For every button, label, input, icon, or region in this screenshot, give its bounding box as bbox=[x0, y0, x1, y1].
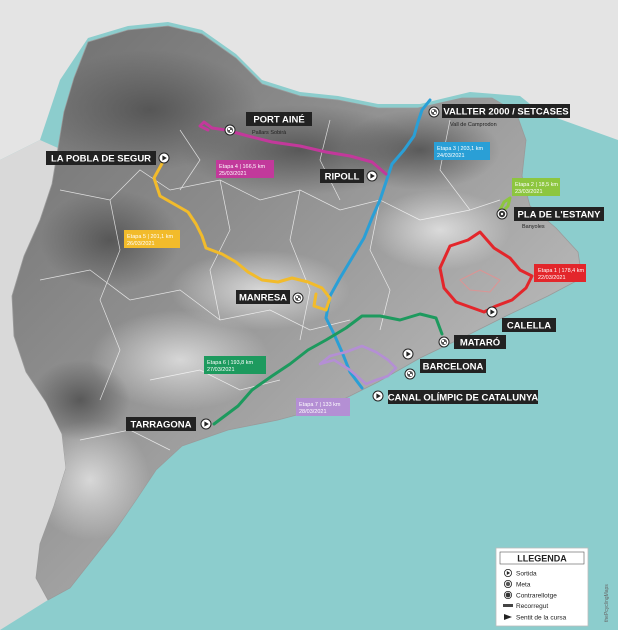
place-name: BARCELONA bbox=[423, 362, 484, 373]
label-vallter: VALLTER 2000 / SETCASES Vall de Camprodo… bbox=[442, 104, 570, 128]
svg-text:22/03/2021: 22/03/2021 bbox=[538, 275, 566, 281]
stage-7-route bbox=[318, 344, 398, 386]
route-line-icon bbox=[503, 604, 513, 607]
place-name: PORT AINÉ bbox=[253, 115, 304, 126]
finish-icon bbox=[292, 292, 304, 304]
stage-3-route bbox=[324, 98, 432, 390]
stage-4-tag: Etapa 4 | 166,5 km 25/03/2021 bbox=[216, 160, 274, 178]
place-labels: PORT AINÉ Pallars Sobirà VALLTER 2000 / … bbox=[46, 104, 604, 431]
finish-icon bbox=[224, 124, 236, 136]
svg-text:27/03/2021: 27/03/2021 bbox=[207, 367, 235, 373]
routes bbox=[152, 98, 534, 426]
place-name: CANAL OLÍMPIC DE CATALUNYA bbox=[388, 393, 539, 404]
finish-icon bbox=[438, 336, 450, 348]
svg-text:23/03/2021: 23/03/2021 bbox=[515, 189, 543, 195]
place-subtitle: Pallars Sobirà bbox=[252, 130, 287, 136]
start-icon bbox=[486, 306, 498, 318]
start-icon bbox=[372, 390, 384, 402]
legend: LLEGENDA Sortida Meta Contrarellotge Rec… bbox=[495, 547, 589, 627]
svg-text:Etapa 1 | 178,4 km: Etapa 1 | 178,4 km bbox=[538, 268, 584, 274]
label-mataro: MATARÓ bbox=[454, 335, 506, 349]
svg-text:Etapa 4 | 166,5 km: Etapa 4 | 166,5 km bbox=[219, 164, 265, 170]
place-name: MANRESA bbox=[239, 293, 287, 304]
legend-title: LLEGENDA bbox=[517, 554, 567, 564]
svg-text:24/03/2021: 24/03/2021 bbox=[437, 153, 465, 159]
region-borders bbox=[39, 119, 501, 451]
finish-icon bbox=[504, 580, 512, 588]
start-icon bbox=[402, 348, 414, 360]
place-name: PLA DE L'ESTANY bbox=[517, 210, 601, 221]
stage-2-tag: Etapa 2 | 18,5 km 23/03/2021 bbox=[512, 178, 560, 196]
place-name: TARRAGONA bbox=[130, 420, 191, 431]
stage-1-route-inner bbox=[459, 269, 501, 293]
legend-item: Sentit de la cursa bbox=[516, 615, 567, 622]
legend-item: Contrarellotge bbox=[516, 593, 557, 600]
place-name: MATARÓ bbox=[460, 337, 500, 349]
start-icon bbox=[200, 418, 212, 430]
svg-text:25/03/2021: 25/03/2021 bbox=[219, 171, 247, 177]
stage-1-tag: Etapa 1 | 178,4 km 22/03/2021 bbox=[534, 264, 586, 282]
legend-item: Recorregut bbox=[516, 603, 548, 610]
time-trial-icon bbox=[504, 591, 512, 599]
svg-text:Etapa 6 | 193,8 km: Etapa 6 | 193,8 km bbox=[207, 360, 253, 366]
svg-text:28/03/2021: 28/03/2021 bbox=[299, 409, 327, 415]
stage-2-route bbox=[498, 196, 512, 214]
svg-text:26/03/2021: 26/03/2021 bbox=[127, 241, 155, 247]
finish-icon bbox=[404, 368, 416, 380]
svg-text:Etapa 2 | 18,5 km: Etapa 2 | 18,5 km bbox=[515, 182, 558, 188]
credit-text: thePcyclingMaps bbox=[604, 584, 610, 622]
stage-4-route bbox=[198, 120, 388, 176]
label-calella: CALELLA bbox=[502, 318, 556, 332]
stage-7-tag: Etapa 7 | 133 km 28/03/2021 bbox=[296, 398, 350, 416]
label-ripoll: RIPOLL bbox=[320, 169, 364, 183]
place-name: CALELLA bbox=[507, 321, 551, 332]
place-name: RIPOLL bbox=[325, 172, 360, 183]
stage-6-route bbox=[212, 312, 444, 426]
place-subtitle: Vall de Camprodon bbox=[450, 122, 497, 128]
finish-icon bbox=[428, 106, 440, 118]
label-canal: CANAL OLÍMPIC DE CATALUNYA bbox=[388, 390, 539, 404]
svg-text:Etapa 5 | 201,1 km: Etapa 5 | 201,1 km bbox=[127, 234, 173, 240]
legend-item: Sortida bbox=[516, 571, 537, 578]
place-name: LA POBLA DE SEGUR bbox=[51, 154, 151, 165]
aragon-area bbox=[0, 140, 66, 630]
label-barcelona: BARCELONA bbox=[420, 359, 486, 373]
stage-3-tag: Etapa 3 | 203,1 km 24/03/2021 bbox=[434, 142, 490, 160]
svg-text:Etapa 3 | 203,1 km: Etapa 3 | 203,1 km bbox=[437, 146, 483, 152]
place-name: VALLTER 2000 / SETCASES bbox=[443, 107, 568, 118]
label-manresa: MANRESA bbox=[236, 290, 290, 304]
start-icon bbox=[158, 152, 170, 164]
stage-1-route bbox=[438, 230, 534, 314]
start-icon bbox=[366, 170, 378, 182]
label-pobla: LA POBLA DE SEGUR bbox=[46, 151, 156, 165]
france-area bbox=[0, 0, 618, 160]
stage-5-tag: Etapa 5 | 201,1 km 26/03/2021 bbox=[124, 230, 180, 248]
label-estany: PLA DE L'ESTANY Banyoles bbox=[514, 207, 604, 230]
place-subtitle: Banyoles bbox=[522, 224, 545, 230]
label-port-aine: PORT AINÉ Pallars Sobirà bbox=[246, 112, 312, 136]
stage-6-tag: Etapa 6 | 193,8 km 27/03/2021 bbox=[204, 356, 266, 374]
start-icon bbox=[504, 569, 512, 577]
direction-arrow-icon bbox=[504, 614, 512, 620]
legend-item: Meta bbox=[516, 582, 531, 589]
svg-text:Etapa 7 | 133 km: Etapa 7 | 133 km bbox=[299, 402, 341, 408]
stage-tags: Etapa 1 | 178,4 km 22/03/2021 Etapa 2 | … bbox=[124, 142, 586, 416]
label-tarragona: TARRAGONA bbox=[126, 417, 196, 431]
time-trial-icon bbox=[496, 208, 508, 220]
stage-5-route bbox=[152, 158, 332, 312]
markers bbox=[158, 106, 508, 430]
